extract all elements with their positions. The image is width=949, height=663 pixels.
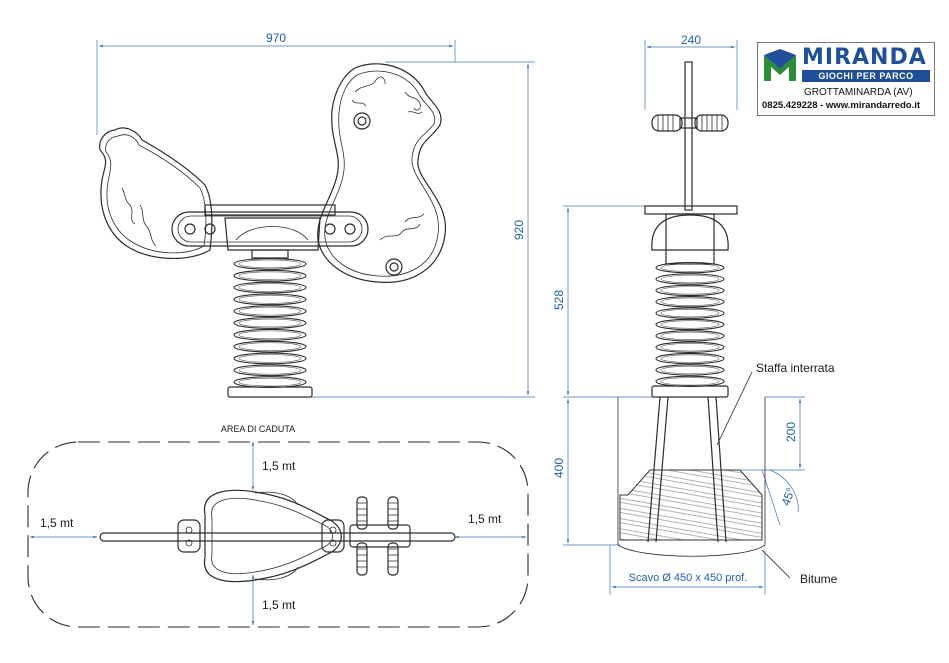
foundation bbox=[617, 396, 766, 557]
seat-height-label: 528 bbox=[552, 290, 566, 310]
company-logo-block: MIRANDA GIOCHI PER PARCO GROTTAMINARDA (… bbox=[757, 42, 935, 116]
clearance-top-label: 1,5 mt bbox=[262, 459, 296, 473]
left-grip bbox=[651, 114, 683, 132]
spring-coil-inner bbox=[660, 263, 720, 272]
fall-area-outline bbox=[27, 441, 529, 628]
spring-coil bbox=[233, 293, 307, 306]
spring-coil bbox=[233, 340, 307, 353]
front-spring bbox=[233, 257, 307, 389]
spring-coil-inner bbox=[238, 271, 302, 280]
spring-coil bbox=[655, 307, 725, 319]
spring-coil-inner bbox=[238, 377, 302, 387]
spring-coil-inner bbox=[238, 295, 302, 304]
grip-ridges bbox=[657, 115, 723, 131]
spring-coil bbox=[655, 273, 725, 285]
spring-coil-inner bbox=[660, 365, 720, 375]
spring-coil-inner bbox=[238, 354, 302, 363]
spring-coil bbox=[233, 352, 307, 365]
clearance-bottom-label: 1,5 mt bbox=[262, 598, 296, 612]
foundation-depth-label: 400 bbox=[552, 458, 566, 478]
plan-rider-outline bbox=[99, 489, 456, 583]
spring-coil-inner bbox=[238, 283, 302, 292]
front-height-dimension: 920 bbox=[310, 61, 535, 398]
clearance-left-label: 1,5 mt bbox=[40, 516, 74, 530]
spring-coil-inner bbox=[660, 354, 720, 363]
right-grip bbox=[694, 114, 729, 132]
angle-label: 45° bbox=[779, 486, 798, 508]
bracket-callout-label: Staffa interrata bbox=[756, 361, 835, 375]
spring-coil-inner bbox=[660, 331, 720, 340]
spring-coil-inner bbox=[660, 297, 720, 306]
seat-bracket bbox=[171, 204, 369, 259]
bracket-depth-label: 200 bbox=[784, 422, 798, 442]
spring-coil-inner bbox=[660, 377, 720, 386]
side-width-label: 240 bbox=[681, 33, 701, 47]
spring-coil bbox=[655, 330, 725, 342]
spring-coil-inner bbox=[660, 274, 720, 284]
spring-coil bbox=[655, 341, 725, 353]
front-height-label: 920 bbox=[512, 220, 526, 240]
grip-hub bbox=[679, 117, 698, 129]
spring-coil bbox=[655, 352, 725, 365]
spring-coil-inner bbox=[660, 286, 720, 295]
spring-coil-inner bbox=[238, 366, 302, 375]
front-width-dimension: 970 bbox=[96, 31, 456, 135]
brand-city: GROTTAMINARDA (AV) bbox=[804, 87, 913, 98]
front-spring-base bbox=[227, 386, 313, 398]
spring-coil-inner bbox=[238, 318, 302, 328]
spring-coil bbox=[233, 328, 307, 341]
clearance-right-label: 1,5 mt bbox=[468, 512, 502, 526]
right-head-panel bbox=[317, 63, 446, 283]
spring-coil bbox=[655, 296, 725, 308]
spring-coil bbox=[233, 364, 307, 377]
spring-coil-inner bbox=[238, 330, 302, 340]
spring-coil bbox=[233, 317, 307, 329]
spring-coil bbox=[233, 305, 307, 318]
side-spring-base bbox=[651, 385, 729, 398]
spring-coil bbox=[233, 281, 307, 294]
bitumen-callout-label: Bitume bbox=[800, 572, 838, 586]
handle-pole bbox=[684, 61, 693, 211]
spring-coil bbox=[233, 269, 307, 282]
spring-coil-inner bbox=[660, 309, 720, 318]
left-wing-panel bbox=[99, 127, 213, 259]
brand-contact: 0825.429228 - www.mirandarredo.it bbox=[762, 100, 921, 111]
side-spring bbox=[655, 261, 725, 388]
plan-view: AREA DI CADUTA 1,5 mt 1,5 mt 1,5 mt 1,5 … bbox=[27, 424, 529, 628]
spring-coil bbox=[655, 284, 725, 297]
miranda-m-logo-icon bbox=[764, 49, 796, 81]
side-view: 240 528 400 200 45° bbox=[552, 33, 838, 595]
spring-coil-inner bbox=[238, 306, 302, 316]
spring-coil bbox=[655, 364, 725, 376]
spring-coil-inner bbox=[238, 342, 302, 351]
side-bracket-plate bbox=[665, 213, 715, 265]
fall-area-label: AREA DI CADUTA bbox=[221, 424, 295, 434]
spring-coil-inner bbox=[660, 320, 720, 329]
front-view: 970 920 bbox=[96, 31, 535, 398]
excavation-label: Scavo Ø 450 x 450 prof. bbox=[629, 572, 748, 584]
front-width-label: 970 bbox=[266, 31, 286, 45]
spring-coil bbox=[655, 318, 725, 331]
spring-coil-inner bbox=[238, 259, 302, 269]
brand-name: MIRANDA bbox=[802, 45, 927, 70]
spring-coil bbox=[655, 261, 725, 274]
spring-coil-inner bbox=[660, 343, 720, 352]
side-bracket-body bbox=[651, 214, 729, 251]
brand-tagline: GIOCHI PER PARCO bbox=[802, 70, 930, 82]
spring-coil bbox=[233, 257, 307, 270]
